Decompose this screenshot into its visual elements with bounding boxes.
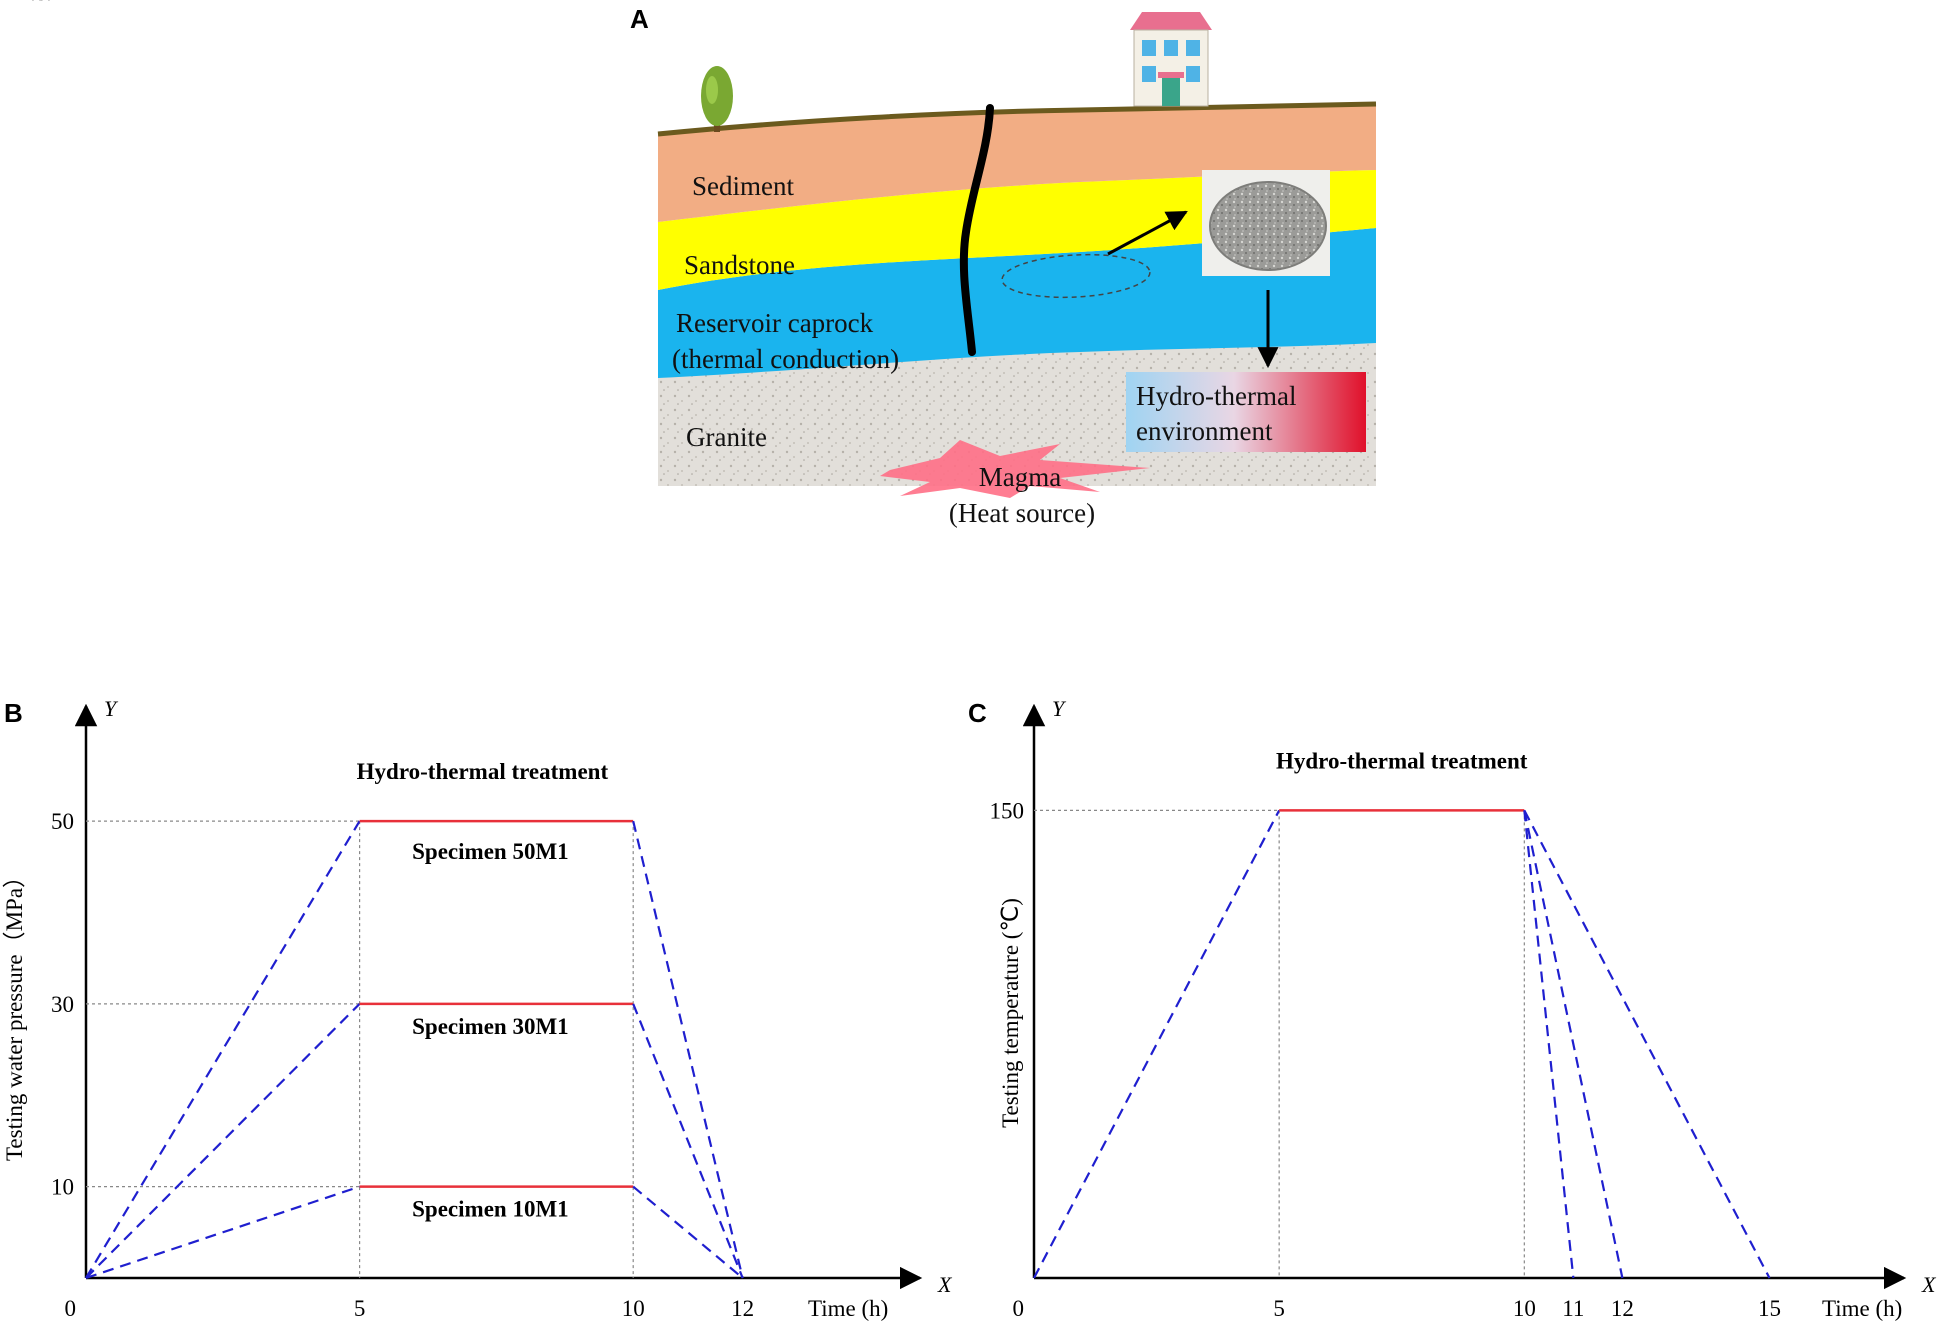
panel-c-xtick-5: 5 — [1273, 1296, 1285, 1321]
magma-label: Magma — [979, 462, 1061, 492]
house-icon — [1130, 12, 1212, 107]
panel-c-x-axis-letter: X — [1921, 1272, 1937, 1297]
panel-c-series-label-2: Specimen WP1 — [0, 0, 74, 5]
environment-label-line1: Hydro-thermal — [1136, 381, 1296, 411]
fault-line — [959, 104, 994, 356]
panel-b-ramp-down-2 — [632, 1185, 744, 1279]
panel-b-pressure-chart: B X Y 0 Time (h) Testing water pressure（MPa）… — [2, 696, 953, 1321]
panel-b-series-label-2: Specimen 10M1 — [412, 1197, 569, 1222]
panel-c-origin-label: 0 — [1013, 1296, 1025, 1321]
heat-source-label: (Heat source) — [949, 498, 1095, 528]
panel-b-series-label-0: Specimen 50M1 — [412, 839, 569, 864]
tree-icon — [701, 66, 733, 132]
panel-b-y-axis-title: Testing water pressure（MPa） — [2, 865, 27, 1161]
arrow-to-sample — [1107, 210, 1188, 256]
panel-c-series-label-1: Specimen A1 — [0, 0, 64, 5]
panel-b-ramp-up-1 — [85, 1003, 361, 1279]
panel-b-ytick-50: 50 — [51, 809, 74, 834]
panel-c-xtick-11: 11 — [1562, 1296, 1584, 1321]
panel-c-xtick-10: 10 — [1513, 1296, 1536, 1321]
panel-c-x-axis-title: Time (h) — [1822, 1296, 1902, 1321]
panel-c-letter: C — [968, 698, 987, 728]
panel-b-letter: B — [4, 698, 23, 728]
sandstone-layer — [658, 170, 1376, 290]
panel-c-heating-ramp — [1033, 809, 1281, 1279]
magma-starburst — [880, 440, 1150, 498]
environment-label-line2: environment — [1136, 416, 1273, 446]
ground-surface-line — [657, 101, 1377, 137]
panel-c-ytick-150: 150 — [990, 798, 1025, 823]
panel-c-series-label-0: Specimen W1 — [0, 0, 67, 5]
panel-b-ytick-30: 30 — [51, 992, 74, 1017]
panel-c-xtick-12: 12 — [1611, 1296, 1634, 1321]
panel-b-ramp-up-0 — [85, 820, 361, 1279]
panel-b-series-label-1: Specimen 30M1 — [412, 1014, 569, 1039]
panel-b-x-axis-title: Time (h) — [808, 1296, 888, 1321]
panel-b-ramp-down-1 — [632, 1003, 744, 1279]
sampling-zone-ellipse — [1001, 253, 1151, 299]
sediment-label: Sediment — [692, 171, 794, 201]
panel-b-origin-label: 0 — [65, 1296, 77, 1321]
panel-c-xtick-15: 15 — [1758, 1296, 1781, 1321]
panel-a: A — [630, 4, 1377, 528]
panel-b-xtick-5: 5 — [354, 1296, 366, 1321]
rock-sample-image — [1202, 170, 1330, 276]
panel-b-x-axis-letter: X — [937, 1272, 953, 1297]
panel-c-cooling-line-2 — [1523, 809, 1771, 1279]
hydrothermal-environment-box — [1126, 372, 1366, 452]
caprock-layer — [658, 228, 1376, 378]
sediment-layer — [658, 104, 1376, 222]
sandstone-label: Sandstone — [684, 250, 795, 280]
panel-c-cooling-line-1 — [1523, 810, 1624, 1279]
granite-label: Granite — [686, 422, 767, 452]
panel-b-ramp-up-2 — [85, 1185, 360, 1280]
panel-c-y-axis-title: Testing temperature (℃) — [998, 898, 1023, 1128]
caprock-label-line1: Reservoir caprock — [676, 308, 874, 338]
caprock-label-line2: (thermal conduction) — [672, 344, 899, 374]
panel-b-y-axis-letter: Y — [104, 696, 119, 721]
panel-c-title: Hydro-thermal treatment — [1276, 748, 1528, 773]
panel-c-y-axis-letter: Y — [1052, 696, 1067, 721]
panel-b-ytick-10: 10 — [51, 1175, 74, 1200]
panel-b-title: Hydro-thermal treatment — [357, 759, 609, 784]
panel-a-letter: A — [630, 4, 649, 34]
panel-c-cooling-line-0 — [1523, 810, 1575, 1279]
panel-b-ramp-down-0 — [632, 820, 744, 1279]
panel-b-xtick-12: 12 — [731, 1296, 754, 1321]
panel-b-xtick-10: 10 — [622, 1296, 645, 1321]
